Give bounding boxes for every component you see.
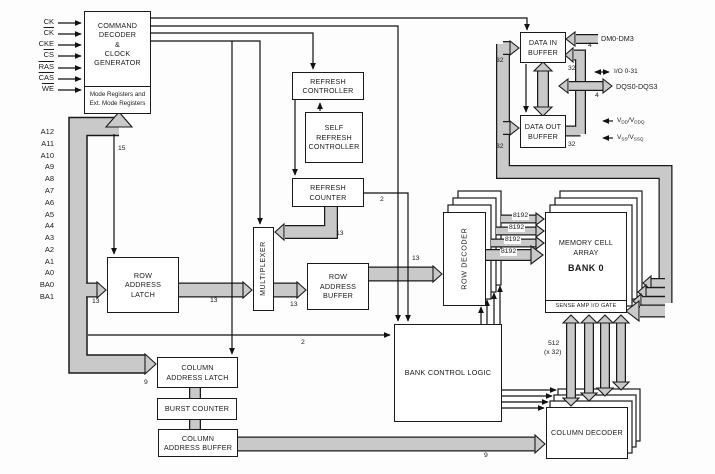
row-address-buffer-block: ROW ADDRESS BUFFER	[307, 263, 369, 310]
address-label-a3: A3	[44, 233, 54, 243]
address-label-a6: A6	[44, 197, 54, 207]
signal-label-ck: CK	[43, 17, 54, 26]
bus-width-9-cal: 9	[144, 379, 148, 386]
dqs-bus	[558, 77, 613, 95]
multiplexer-label: MULTIPLEXER	[259, 241, 267, 297]
bank0-label: BANK 0	[568, 263, 604, 274]
signal-label-cs-bar: CS	[43, 50, 54, 59]
address-label-a1: A1	[44, 256, 54, 266]
address-label-a0: A0	[44, 268, 54, 278]
address-label-a11: A11	[41, 138, 54, 148]
dq-loop-bus	[564, 46, 586, 137]
self-refresh-controller-block: SELF REFRESH CONTROLLER	[305, 112, 363, 163]
signal-label-ras-bar: RAS	[38, 62, 54, 71]
refresh-counter-bus	[274, 206, 338, 242]
signal-label-cke: CKE	[38, 39, 54, 48]
bus-width-15: 15	[118, 145, 126, 152]
data-out-buffer-label: DATA OUT BUFFER	[524, 122, 562, 141]
address-label-ba0: BA0	[39, 280, 54, 290]
sense-amp-strip: SENSE AMP I/O GATE	[546, 300, 626, 312]
bus-width-512: 512	[548, 340, 560, 347]
bus-width-13-ral-in: 13	[92, 298, 100, 305]
address-label-a2: A2	[44, 244, 54, 254]
column-decoder-label: COLUMN DECODER	[551, 428, 623, 438]
dm-bus	[565, 30, 598, 48]
bus-width-13-ral-mux: 13	[210, 297, 218, 304]
address-label-a12: A12	[40, 127, 54, 136]
address-label-a8: A8	[44, 174, 54, 184]
address-label-ba1: BA1	[39, 292, 54, 302]
row-address-path	[86, 264, 443, 300]
signal-label-we-bar: WE	[41, 84, 54, 93]
memory-cell-array-block: MEMORY CELL ARRAY BANK 0 SENSE AMP I/O G…	[545, 212, 627, 313]
signal-label-cas-bar: CAS	[38, 73, 54, 82]
bus-width-13-mux-rab: 13	[290, 301, 298, 308]
dm-label: DM0-DM3	[601, 34, 634, 43]
bus-width-8192-3: 8192	[504, 236, 522, 244]
burst-counter-block: BURST COUNTER	[157, 398, 237, 420]
column-decoder-block: COLUMN DECODER	[546, 407, 628, 459]
bus-width-9-cab: 9	[484, 452, 488, 459]
data-io-left-bus	[496, 39, 673, 323]
address-label-a10: A10	[40, 150, 54, 160]
address-label-a4: A4	[44, 221, 54, 231]
bus-width-8192-1: 8192	[512, 212, 530, 220]
sense-amp-label: SENSE AMP I/O GATE	[555, 302, 617, 309]
multiplexer-block: MULTIPLEXER	[253, 227, 274, 311]
bus-width-4-dqs: 4	[595, 92, 599, 99]
bus-width-2-bank: 2	[301, 339, 305, 346]
refresh-controller-block: REFRESH CONTROLLER	[292, 72, 364, 100]
burst-counter-label: BURST COUNTER	[164, 404, 230, 414]
row-decoder-label: ROW DECODER	[459, 227, 469, 291]
signal-label-ck-bar: CK	[43, 28, 54, 37]
data-out-buffer-block: DATA OUT BUFFER	[520, 115, 566, 148]
address-bus	[68, 111, 157, 376]
bus-width-2-refresh: 2	[380, 196, 384, 203]
bus-width-13-rab-rd: 13	[412, 255, 420, 262]
mode-registers-block: Mode Registers and Ext. Mode Registers	[84, 86, 151, 114]
bank-control-logic-block: BANK CONTROL LOGIC	[394, 324, 502, 422]
vdd-label: VDD/VDDQ	[617, 117, 645, 125]
sense-to-column-decoder-buses	[561, 314, 631, 407]
column-address-bus	[238, 433, 546, 455]
dqs-label: DQS0-DQS3	[616, 82, 658, 91]
bus-width-32-din-right: 32	[568, 65, 576, 72]
bus-width-x32: (x 32)	[544, 349, 562, 356]
data-in-buffer-label: DATA IN BUFFER	[528, 38, 558, 57]
column-address-buffer-block: COLUMN ADDRESS BUFFER	[158, 429, 238, 457]
bus-width-32-dout-right: 32	[568, 141, 576, 148]
address-label-a7: A7	[44, 185, 54, 195]
memory-cell-array-label: MEMORY CELL ARRAY	[558, 238, 614, 257]
data-in-buffer-block: DATA IN BUFFER	[520, 32, 566, 63]
row-decoder-block: ROW DECODER	[443, 212, 486, 306]
command-decoder-label: COMMAND DECODER & CLOCK GENERATOR	[94, 21, 141, 68]
address-label-a9: A9	[44, 162, 54, 172]
bus-width-4-dm: 4	[588, 42, 592, 49]
refresh-counter-block: REFRESH COUNTER	[292, 178, 364, 207]
control-lines	[58, 17, 613, 411]
bus-width-32-dout-left: 32	[496, 143, 504, 150]
row-address-latch-label: ROW ADDRESS LATCH	[124, 270, 162, 299]
bus-width-32-din-left: 32	[496, 57, 504, 64]
row-address-latch-block: ROW ADDRESS LATCH	[107, 257, 179, 313]
column-address-latch-block: COLUMN ADDRESS LATCH	[157, 357, 238, 388]
bank-control-logic-label: BANK CONTROL LOGIC	[404, 368, 492, 378]
buffer-link-bus	[532, 61, 554, 117]
mode-registers-label: Mode Registers and Ext. Mode Registers	[89, 91, 146, 107]
io-range-label: I/O 0-31	[614, 68, 638, 75]
column-address-latch-label: COLUMN ADDRESS LATCH	[166, 363, 229, 382]
vss-label: VSS/VSSQ	[617, 134, 644, 142]
column-address-buffer-label: COLUMN ADDRESS BUFFER	[163, 433, 233, 452]
refresh-counter-label: REFRESH COUNTER	[309, 183, 347, 202]
bus-width-13-refresh: 13	[336, 230, 344, 237]
row-address-buffer-label: ROW ADDRESS BUFFER	[319, 272, 357, 301]
refresh-controller-label: REFRESH CONTROLLER	[302, 76, 354, 95]
self-refresh-controller-label: SELF REFRESH CONTROLLER	[308, 123, 360, 152]
bus-width-8192-2: 8192	[508, 224, 526, 232]
address-label-a5: A5	[44, 209, 54, 219]
bus-width-8192-4: 8192	[500, 248, 518, 256]
